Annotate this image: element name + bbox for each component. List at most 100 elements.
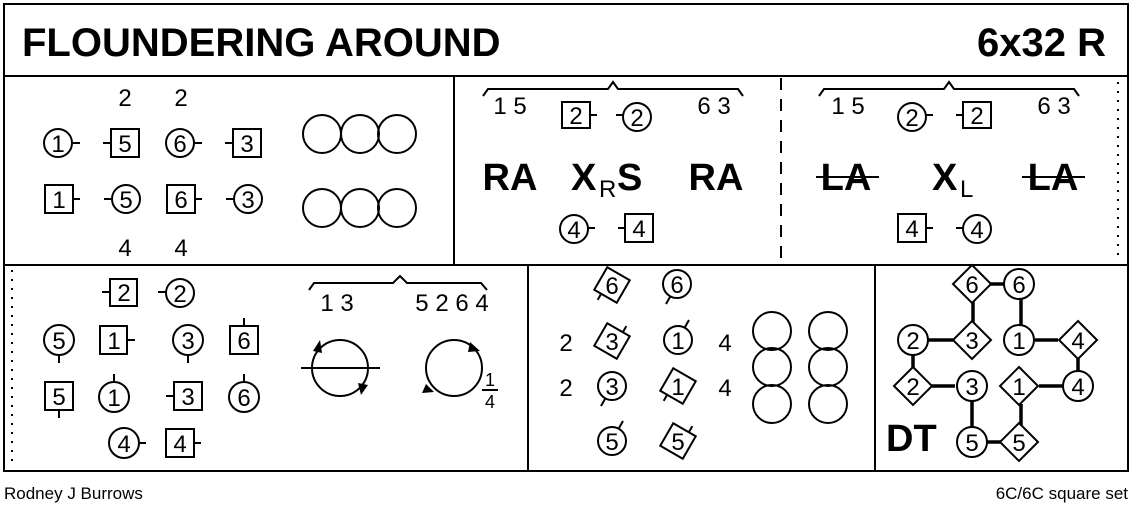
dancer-man bbox=[1057, 319, 1099, 361]
dancer-man bbox=[951, 319, 993, 361]
svg-text:5: 5 bbox=[119, 187, 132, 214]
svg-text:3: 3 bbox=[240, 131, 253, 158]
dancer-man bbox=[561, 101, 591, 129]
svg-text:5: 5 bbox=[965, 430, 978, 457]
svg-text:4: 4 bbox=[118, 235, 131, 262]
cross-figure: X bbox=[932, 157, 958, 199]
svg-text:5: 5 bbox=[52, 328, 65, 355]
svg-text:6: 6 bbox=[237, 385, 250, 412]
svg-text:6: 6 bbox=[1012, 272, 1025, 299]
svg-text:4: 4 bbox=[970, 217, 983, 244]
svg-text:2: 2 bbox=[569, 103, 582, 130]
svg-text:1 5: 1 5 bbox=[831, 93, 864, 120]
svg-text:1: 1 bbox=[485, 370, 495, 390]
svg-text:5: 5 bbox=[1012, 430, 1025, 457]
dancer-man bbox=[173, 381, 203, 411]
three-circles-icon bbox=[302, 114, 417, 228]
dancer-man bbox=[592, 321, 632, 361]
dancer-woman bbox=[1003, 324, 1035, 356]
svg-text:4: 4 bbox=[1071, 374, 1084, 401]
svg-text:4: 4 bbox=[174, 235, 187, 262]
dancer-woman bbox=[663, 325, 693, 355]
svg-text:6: 6 bbox=[670, 272, 683, 299]
svg-text:1 3: 1 3 bbox=[320, 290, 353, 317]
svg-text:2: 2 bbox=[559, 330, 572, 357]
svg-text:6: 6 bbox=[237, 328, 250, 355]
svg-text:6: 6 bbox=[965, 272, 978, 299]
svg-text:4: 4 bbox=[485, 392, 495, 412]
panel-2: 1 5 6 3 2 2 RA X R S RA 4 4 bbox=[482, 80, 744, 244]
dancer-man bbox=[232, 128, 262, 158]
svg-text:1: 1 bbox=[51, 131, 64, 158]
dancer-woman bbox=[662, 269, 692, 299]
dance-formation: 6x32 R bbox=[977, 21, 1106, 65]
dancer-man bbox=[998, 365, 1040, 407]
svg-text:3: 3 bbox=[181, 328, 194, 355]
svg-text:6 3: 6 3 bbox=[1037, 93, 1070, 120]
bracket bbox=[482, 80, 744, 97]
svg-text:6 3: 6 3 bbox=[697, 93, 730, 120]
dancer-woman bbox=[1003, 268, 1035, 300]
bracket bbox=[308, 274, 488, 291]
svg-text:2: 2 bbox=[630, 105, 643, 132]
svg-text:4: 4 bbox=[567, 217, 580, 244]
panel-6: 6 6 2 3 1 4 2 3 1 4 5 5 DT bbox=[886, 263, 1099, 463]
svg-text:1: 1 bbox=[1012, 328, 1025, 355]
svg-text:4: 4 bbox=[1071, 328, 1084, 355]
dancer-woman bbox=[597, 371, 627, 401]
dancer-man bbox=[658, 366, 698, 406]
svg-text:4: 4 bbox=[117, 431, 130, 458]
dancer-woman bbox=[622, 102, 652, 132]
dancer-man bbox=[951, 263, 993, 305]
dancer-woman bbox=[897, 102, 927, 132]
right-hands-across: RA bbox=[483, 157, 538, 199]
dancer-woman bbox=[956, 370, 988, 402]
dancer-man bbox=[962, 101, 992, 129]
panel-1: 2 2 1 5 6 3 1 5 6 3 4 4 bbox=[43, 85, 417, 262]
svg-text:6: 6 bbox=[174, 187, 187, 214]
svg-text:2: 2 bbox=[906, 328, 919, 355]
svg-text:5: 5 bbox=[605, 429, 618, 456]
bracket bbox=[818, 80, 1080, 97]
svg-text:4: 4 bbox=[905, 216, 918, 243]
dance-title: FLOUNDERING AROUND bbox=[22, 21, 501, 65]
svg-text:3: 3 bbox=[181, 384, 194, 411]
svg-text:1: 1 bbox=[671, 328, 684, 355]
svg-text:3: 3 bbox=[605, 374, 618, 401]
dancer-man bbox=[166, 184, 196, 214]
svg-text:3: 3 bbox=[241, 187, 254, 214]
svg-text:1 5: 1 5 bbox=[493, 93, 526, 120]
svg-text:5: 5 bbox=[671, 429, 684, 456]
double-triangles-label: DT bbox=[886, 418, 937, 460]
svg-text:4: 4 bbox=[718, 330, 731, 357]
svg-text:1: 1 bbox=[671, 374, 684, 401]
dancer-man bbox=[165, 428, 195, 458]
circle-arrows-icon bbox=[301, 339, 380, 397]
svg-text:5 2 6 4: 5 2 6 4 bbox=[415, 290, 488, 317]
top-number: 2 bbox=[174, 85, 187, 112]
svg-text:1: 1 bbox=[107, 385, 120, 412]
dancer-man bbox=[592, 265, 632, 305]
svg-text:L: L bbox=[960, 176, 973, 203]
dancer-man bbox=[109, 278, 138, 307]
svg-text:3: 3 bbox=[965, 328, 978, 355]
svg-text:5: 5 bbox=[52, 384, 65, 411]
panel-5: 6 6 2 3 1 4 2 3 1 4 5 5 bbox=[559, 265, 848, 461]
svg-text:2: 2 bbox=[559, 375, 572, 402]
svg-text:4: 4 bbox=[173, 431, 186, 458]
svg-text:1: 1 bbox=[52, 187, 65, 214]
dancer-woman bbox=[1062, 370, 1094, 402]
dancer-man bbox=[892, 365, 934, 407]
author: Rodney J Burrows bbox=[4, 484, 143, 503]
dancer-woman bbox=[956, 426, 988, 458]
panel-3: 1 5 6 3 2 2 LA X L LA 4 4 bbox=[816, 80, 1085, 244]
svg-text:4: 4 bbox=[718, 375, 731, 402]
set-info: 6C/6C square set bbox=[996, 484, 1129, 503]
svg-text:6: 6 bbox=[173, 131, 186, 158]
right-hands-across: RA bbox=[689, 157, 744, 199]
svg-text:5: 5 bbox=[118, 131, 131, 158]
six-circles-icon bbox=[752, 311, 848, 424]
svg-text:2: 2 bbox=[905, 105, 918, 132]
rotate-quarter-icon bbox=[422, 339, 483, 397]
